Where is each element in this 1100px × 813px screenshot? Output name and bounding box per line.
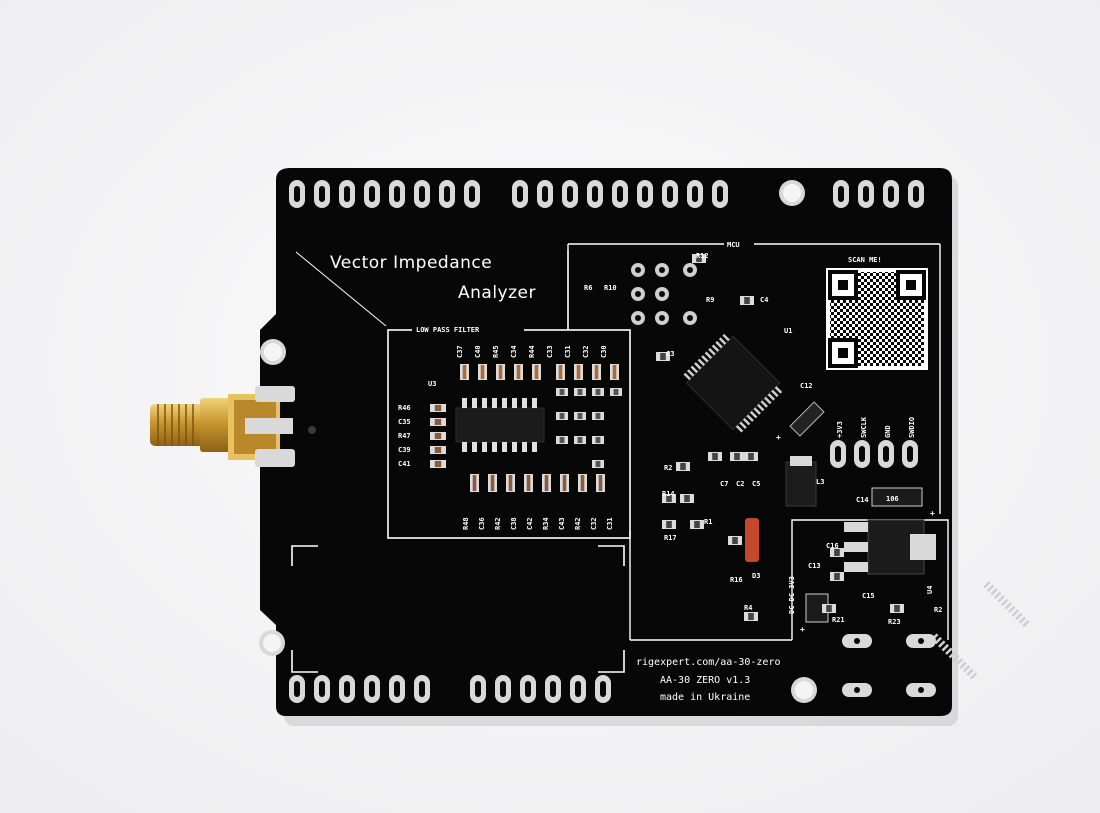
u3-chip: [455, 398, 545, 452]
component-label: C33: [546, 345, 554, 358]
u1-mcu-chip: [683, 333, 1030, 680]
dcdc-label: DC-DC 3V3: [788, 576, 796, 614]
component-label: C31: [564, 345, 572, 358]
svg-text:+: +: [776, 433, 781, 442]
u3-label: U3: [428, 380, 436, 388]
component-label: C4: [760, 296, 768, 304]
component-label: R46: [398, 404, 411, 412]
programming-header: [631, 263, 697, 325]
component-label: R17: [664, 534, 677, 542]
component-label: R6: [584, 284, 592, 292]
component-label: R34: [542, 517, 550, 530]
bottom-header-pads: [289, 675, 611, 703]
component-label: C3: [666, 350, 674, 358]
component-label: C32: [582, 345, 590, 358]
mcu-label: MCU: [727, 241, 740, 249]
swd-pin-label: SWCLK: [860, 416, 868, 438]
component-label: R45: [492, 345, 500, 358]
component-label: C34: [510, 345, 518, 358]
svg-text:+: +: [800, 625, 805, 634]
component-label: C7: [720, 480, 728, 488]
scan-me-label: SCAN ME!: [848, 256, 882, 264]
qr-code: [826, 268, 928, 370]
component-label: C30: [600, 345, 608, 358]
d3-diode: [745, 518, 759, 562]
component-label: R21: [832, 616, 845, 624]
component-label: C32: [590, 517, 598, 530]
component-label: L3: [816, 478, 824, 486]
top-header-pads: [289, 180, 924, 208]
component-label: R16: [730, 576, 743, 584]
component-label: C13: [808, 562, 821, 570]
u4-pins: [844, 522, 868, 572]
title-diagonal: [295, 251, 387, 327]
pcb-board: [260, 168, 952, 716]
component-label: R23: [888, 618, 901, 626]
via: [308, 426, 316, 434]
mounting-holes: [259, 180, 817, 703]
component-label: C36: [478, 517, 486, 530]
bottom-right-pads: [842, 634, 936, 697]
footer-url: rigexpert.com/aa-30-zero: [636, 657, 781, 668]
component-label: C5: [752, 480, 760, 488]
swd-header-labels: +3V3 SWCLK GND SWDIO: [836, 416, 916, 438]
u1-label: U1: [784, 327, 792, 335]
component-label: D3: [752, 572, 760, 580]
display-outline: [291, 545, 625, 673]
component-label: C14: [856, 496, 869, 504]
component-label: C31: [606, 517, 614, 530]
component-label: R44: [528, 345, 536, 358]
board-title-line2: Analyzer: [458, 283, 536, 303]
low-pass-filter-label: LOW PASS FILTER: [416, 326, 480, 334]
component-label: C15: [862, 592, 875, 600]
component-label: R10: [604, 284, 617, 292]
u4-label: U4: [926, 586, 934, 594]
component-label: R42: [494, 517, 502, 530]
svg-text:106: 106: [886, 495, 899, 503]
component-label: R2: [664, 464, 672, 472]
swd-pin-label: GND: [884, 425, 892, 438]
c14-capacitor: [871, 487, 923, 507]
component-label: C37: [456, 345, 464, 358]
component-label: R4: [744, 604, 752, 612]
component-label: C40: [474, 345, 482, 358]
component-label: R42: [574, 517, 582, 530]
component-label: C35: [398, 418, 411, 426]
component-label: R14: [662, 490, 675, 498]
component-label: C12: [800, 382, 813, 390]
component-label: R48: [462, 517, 470, 530]
swd-pin-label: SWDIO: [908, 417, 916, 438]
component-label: C16: [826, 542, 839, 550]
swd-header: [830, 440, 918, 468]
component-label: C38: [510, 517, 518, 530]
swd-pin-label: +3V3: [836, 421, 844, 438]
component-label: R1: [704, 518, 712, 526]
footer-version: AA-30 ZERO v1.3: [660, 675, 750, 686]
component-label: R9: [706, 296, 714, 304]
component-label: C39: [398, 446, 411, 454]
component-label: R12: [696, 252, 709, 260]
sma-connector: [150, 386, 295, 467]
component-label: C2: [736, 480, 744, 488]
c12-capacitor: [789, 401, 825, 437]
component-label: C43: [558, 517, 566, 530]
component-label: C41: [398, 460, 411, 468]
svg-text:+: +: [930, 509, 935, 518]
board-title-line1: Vector Impedance: [330, 253, 492, 273]
l3-inductor: [785, 461, 817, 507]
footer-made-in: made in Ukraine: [660, 692, 750, 703]
component-label: C42: [526, 517, 534, 530]
component-label: R47: [398, 432, 411, 440]
component-label: R2: [934, 606, 942, 614]
